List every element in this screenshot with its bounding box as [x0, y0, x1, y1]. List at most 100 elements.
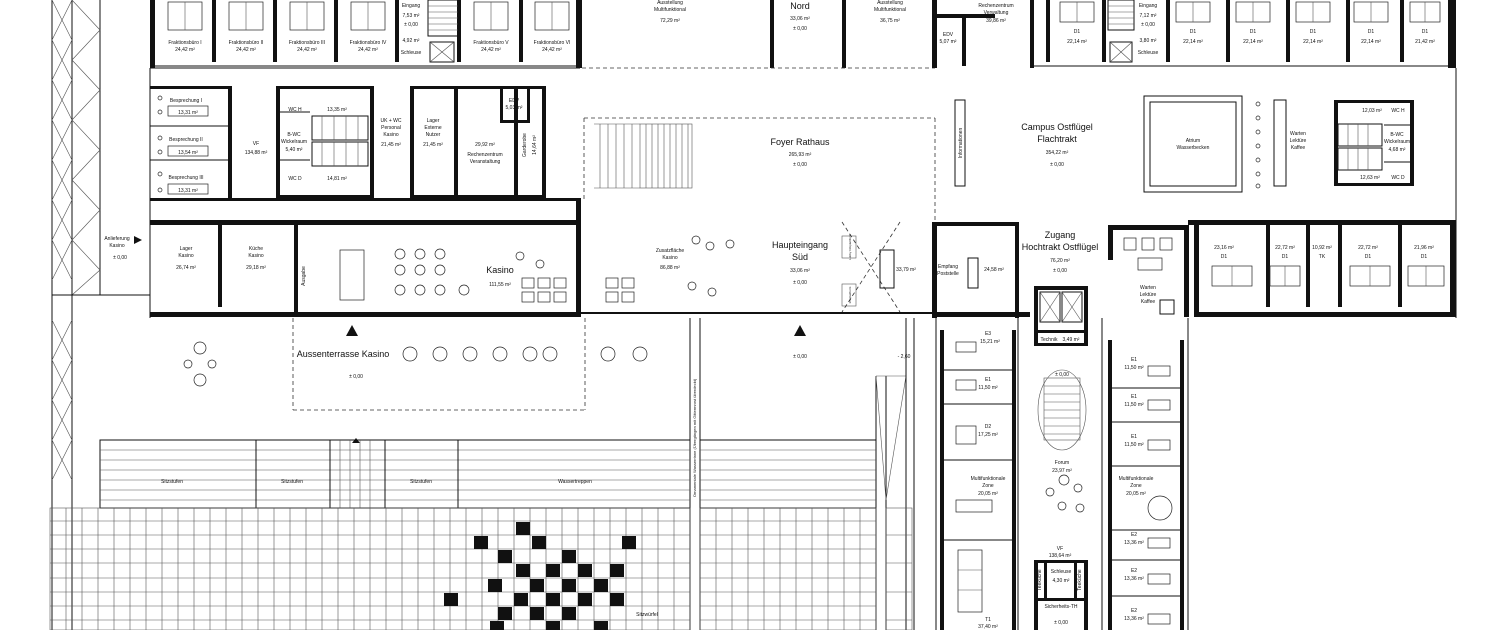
nord-level: ± 0,00 — [793, 26, 807, 32]
eingang-east-name: Eingang — [1139, 3, 1158, 9]
ausgabe-label: Ausgabe — [301, 266, 307, 286]
fraktion6-name: Fraktionsbüro VI — [534, 40, 571, 46]
campus-level: ± 0,00 — [1050, 162, 1064, 168]
schleuse-south-name: Schleuse — [1051, 569, 1072, 575]
haupt-level: ± 0,00 — [793, 280, 807, 286]
vf-west-area: 134,88 m² — [245, 150, 268, 156]
zugang-name1: Zugang — [1045, 230, 1076, 240]
zusatz-name2: Kasino — [662, 255, 678, 261]
lobby-b-label: Infoplattform — [848, 286, 852, 303]
warten-south-name3: Kaffee — [1141, 299, 1156, 305]
forum-name: Forum — [1055, 460, 1069, 466]
d1-top3-name: D1 — [1250, 29, 1257, 35]
atrium-name1: Atrium — [1186, 138, 1200, 144]
e1a-area: 11,50 m² — [978, 385, 998, 391]
e1b-area: 11,50 m² — [1124, 365, 1144, 371]
nord-area: 33,06 m² — [790, 16, 810, 22]
information-label: Informationen — [958, 127, 964, 158]
r2196-name: D1 — [1421, 254, 1428, 260]
lager-area: 21,45 m² — [423, 142, 443, 148]
zugang-name2: Hochtrakt Ostflügel — [1022, 242, 1099, 252]
d1-top1-area: 22,14 m² — [1067, 39, 1087, 45]
wch-west-name: WC H — [288, 107, 302, 113]
e2b-area: 13,36 m² — [1124, 576, 1144, 582]
foyer-area: 265,93 m² — [789, 152, 812, 158]
bespr3-name: Besprechung III — [168, 175, 203, 181]
r2316-name: D1 — [1221, 254, 1228, 260]
sitzstufen-2: Sitzstufen — [281, 479, 303, 485]
mz-west-name1: Multifunktionale — [971, 476, 1006, 482]
fraktion4-area: 24,42 m² — [358, 47, 378, 53]
ausst-west-area: 72,29 m² — [660, 18, 680, 24]
e1d-area: 11,50 m² — [1124, 442, 1144, 448]
anlieferung-level: ± 0,00 — [113, 255, 127, 261]
d1-top5-area: 22,14 m² — [1361, 39, 1381, 45]
ukwc-name1: UK + WC — [381, 118, 402, 124]
ukwc-name2: Personal — [381, 125, 401, 131]
mz-east-name2: Zone — [1130, 483, 1142, 489]
d1-top6-area: 21,42 m² — [1415, 39, 1435, 45]
edv-mid-name: EDV — [509, 98, 520, 104]
warten-south-name1: Warten — [1140, 285, 1156, 291]
schleuse-west-area: 4,92 m² — [403, 38, 420, 44]
fraktion3-area: 24,42 m² — [297, 47, 317, 53]
ausst-east-name1: Ausstellung — [877, 0, 903, 6]
wch-east-name: WC H — [1391, 108, 1405, 114]
zusatz-name1: Zusatzfläche — [656, 248, 685, 254]
rechenv-area: 29,92 m² — [475, 142, 495, 148]
nord-name: Nord — [790, 1, 810, 11]
d2-name: D2 — [985, 424, 992, 430]
mz-east-name1: Multifunktionale — [1119, 476, 1154, 482]
campus-east-core — [954, 95, 1414, 193]
e3-name: E3 — [985, 331, 991, 337]
edv-north-area: 5,07 m² — [940, 39, 957, 45]
lager-kasino-name2: Kasino — [178, 253, 194, 259]
d1-top6-name: D1 — [1422, 29, 1429, 35]
d1-top3-area: 22,14 m² — [1243, 39, 1263, 45]
fraktion3-name: Fraktionsbüro III — [289, 40, 325, 46]
west-facade — [51, 0, 150, 630]
ausst-east-area: 36,75 m² — [880, 18, 900, 24]
e3-area: 15,21 m² — [980, 339, 1000, 345]
eingang-west-name: Eingang — [402, 3, 421, 9]
bwc-east-name1: B-WC — [1390, 132, 1404, 138]
bwc-west-name1: B-WC — [287, 132, 301, 138]
eingang-west-area: 7,53 m² — [403, 13, 420, 19]
sicherheit-level: ± 0,00 — [1054, 620, 1068, 626]
bespr1-area: 13,31 m² — [178, 110, 198, 116]
e1c-area: 11,50 m² — [1124, 402, 1144, 408]
lobby-a-label: Lobby Infoplattform — [848, 234, 852, 260]
e1d-name: E1 — [1131, 434, 1137, 440]
r2272b-name: D1 — [1365, 254, 1372, 260]
wch-west-area: 13,35 m² — [327, 107, 347, 113]
r2272b-area: 22,72 m² — [1358, 245, 1378, 251]
wcd-east-name: WC D — [1391, 175, 1405, 181]
d1-top2-name: D1 — [1190, 29, 1197, 35]
foyer-name: Foyer Rathaus — [770, 137, 830, 147]
lager-name3: Nutzer — [426, 132, 441, 138]
warten-south-name2: Lektüre — [1140, 292, 1157, 298]
fraktion1-area: 24,42 m² — [175, 47, 195, 53]
e2b-name: E2 — [1131, 568, 1137, 574]
main-entrance-block — [841, 221, 1175, 318]
ausst-west-name1: Ausstellung — [657, 0, 683, 6]
wcd-east-area: 12,63 m² — [1360, 175, 1380, 181]
t1-area: 37,40 m² — [978, 624, 998, 630]
ukwc-name3: Kasino — [383, 132, 399, 138]
tk-name: TK — [1319, 254, 1326, 260]
ausst-east-name2: Multifunktional — [874, 7, 906, 13]
kueche-area: 29,18 m² — [246, 265, 266, 271]
kueche-name2: Kasino — [248, 253, 264, 259]
storage-server-block — [410, 86, 546, 198]
campus-area: 354,22 m² — [1046, 150, 1069, 156]
vf-west-name: VF — [253, 141, 259, 147]
bwc-west-area: 5,40 m² — [286, 147, 303, 153]
wcd-west-name: WC D — [288, 176, 302, 182]
rechenv-name1: Rechenzentrum — [467, 152, 502, 158]
r2458-area: 24,58 m² — [984, 267, 1004, 273]
bespr1-name: Besprechung I — [170, 98, 202, 104]
e2a-area: 13,36 m² — [1124, 540, 1144, 546]
e2c-name: E2 — [1131, 608, 1137, 614]
rechen-north-area: 39,86 m² — [986, 18, 1006, 24]
fraktion2-name: Fraktionsbüro II — [229, 40, 264, 46]
